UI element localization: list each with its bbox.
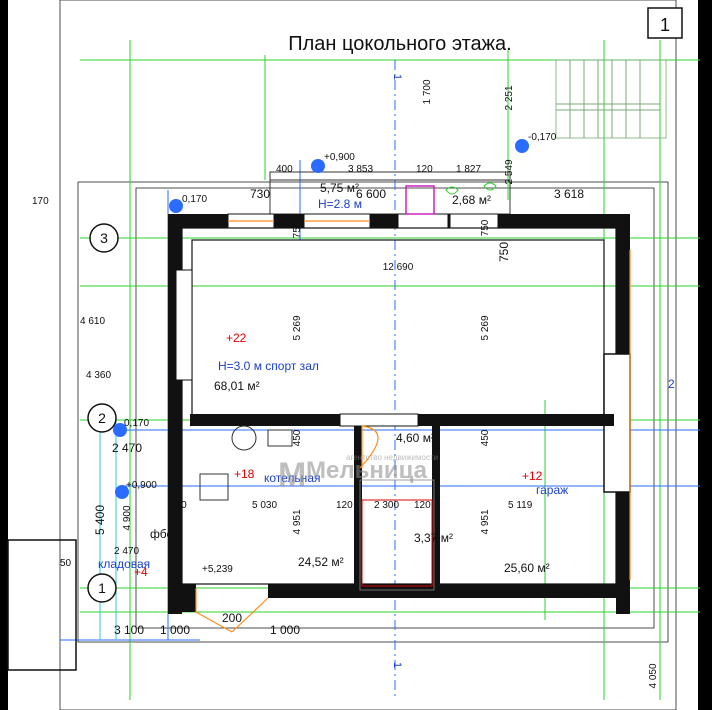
bath-area: 2,68 м² (452, 193, 491, 207)
dim-4360: 4 360 (86, 370, 111, 381)
svg-text:М: М (278, 456, 306, 494)
exterior-stairs (555, 59, 667, 139)
dim-750-b: 750 (480, 219, 491, 236)
dim-400: 400 (276, 164, 293, 175)
dim-4951-b: 4 951 (480, 509, 491, 534)
dim-5400: 5 400 (93, 505, 107, 535)
watermark-tagline: агентство недвижимости (346, 453, 438, 462)
dim-2251: 2 251 (504, 85, 515, 110)
dim-5119: 5 119 (508, 500, 533, 511)
dim-120-b: 120 (336, 500, 353, 511)
dim-200: 200 (222, 611, 242, 625)
dim-750-c: 750 (497, 242, 511, 262)
dim-120-c: 120 (414, 500, 431, 511)
dim-2549: 2 549 (504, 159, 515, 184)
dim-1000-a: 1 000 (160, 623, 190, 637)
drawing-title: План цокольного этажа. (288, 33, 511, 55)
level-plus-0900-top: +0,900 (324, 152, 355, 163)
level-0170-top: 0,170 (182, 194, 207, 205)
dim-5030: 5 030 (252, 500, 277, 511)
level-minus-0170: -0,170 (528, 132, 557, 143)
axis-3: 3 (100, 230, 108, 246)
gym-number: +22 (226, 331, 247, 345)
room-labels: 5,75 м² Н=2.8 м 2,68 м² +22 Н=3.0 м спор… (98, 181, 568, 579)
storage-name: кладовая (98, 557, 150, 571)
exterior-walls (168, 213, 631, 614)
dim-1000-b: 1 000 (270, 623, 300, 637)
boiler-area: 24,52 м² (298, 555, 344, 569)
interior-walls (190, 413, 614, 591)
dim-2300: 2 300 (374, 500, 399, 511)
sheet-number: 1 (660, 15, 670, 35)
dim-1827: 1 827 (456, 164, 481, 175)
dim-2470-b: 2 470 (114, 546, 139, 557)
dim-730: 730 (250, 187, 270, 201)
gym-name: Н=3.0 м спорт зал (218, 359, 319, 373)
dim-5269-b: 5 269 (480, 315, 491, 340)
axis-2: 2 (98, 410, 106, 426)
dim-3100: 3 100 (114, 623, 144, 637)
section-mark-right: 2 (668, 377, 675, 391)
dim-2470-a: 2 470 (112, 441, 142, 455)
dim-750-d: 750 (170, 500, 187, 511)
level-plus-0900-left: +0,900 (126, 480, 157, 491)
outer-frame (59, 0, 677, 710)
dim-750-a: 750 (292, 221, 303, 238)
adjacent-structure (7, 539, 77, 671)
dim-4050: 4 050 (648, 663, 659, 688)
paper-sheet (8, 0, 698, 710)
dim-50: 50 (60, 558, 72, 569)
gym-area: 68,01 м² (214, 379, 260, 393)
boiler-fixtures (199, 425, 293, 501)
dim-450-a: 450 (292, 429, 303, 446)
door-swings (195, 220, 631, 633)
dim-1700: 1 700 (422, 79, 433, 104)
garage-name: гараж (536, 483, 568, 497)
axis-1: 1 (98, 580, 106, 596)
fbs-label: фбс (150, 527, 172, 541)
dim-4951-a: 4 951 (292, 509, 303, 534)
section-mark-bottom: 1 (391, 662, 403, 668)
dim-12690: 12 690 (383, 262, 414, 273)
dim-6600: 6 600 (356, 187, 386, 201)
bathroom-fixtures (405, 182, 497, 215)
dim-3853: 3 853 (348, 164, 373, 175)
dim-120-top: 120 (416, 164, 433, 175)
boiler-name: котельная (264, 471, 320, 485)
agency-watermark: М Мельница агентство недвижимости (278, 453, 438, 494)
level-markers: +0,900 -0,170 0,170 0,170 +0,900 +5,239 (113, 132, 557, 575)
dim-170: 170 (32, 196, 49, 207)
axis-bubbles: 3 2 1 2 1 1 (87, 74, 675, 668)
level-plus-5239: +5,239 (202, 564, 233, 575)
section-mark-top: 1 (391, 74, 403, 80)
garage-area: 25,60 м² (504, 561, 550, 575)
dim-4610: 4 610 (80, 316, 105, 327)
watermark-name: Мельница (306, 457, 428, 484)
level-0170-left: 0,170 (124, 418, 149, 429)
dim-5269-a: 5 269 (292, 315, 303, 340)
dim-450-b: 450 (480, 429, 491, 446)
wc-height: Н=2.8 м (318, 197, 362, 211)
stair-area: 3,37 м² (414, 531, 453, 545)
boiler-number: +18 (234, 467, 255, 481)
garage-number: +12 (522, 469, 543, 483)
dim-4900: 4 900 (122, 505, 133, 530)
dim-3618: 3 618 (554, 187, 584, 201)
sheet-number-box (647, 7, 683, 39)
hall-area: 4,60 м² (396, 431, 435, 445)
wc-area: 5,75 м² (320, 181, 359, 195)
storage-number: +4 (134, 565, 148, 579)
